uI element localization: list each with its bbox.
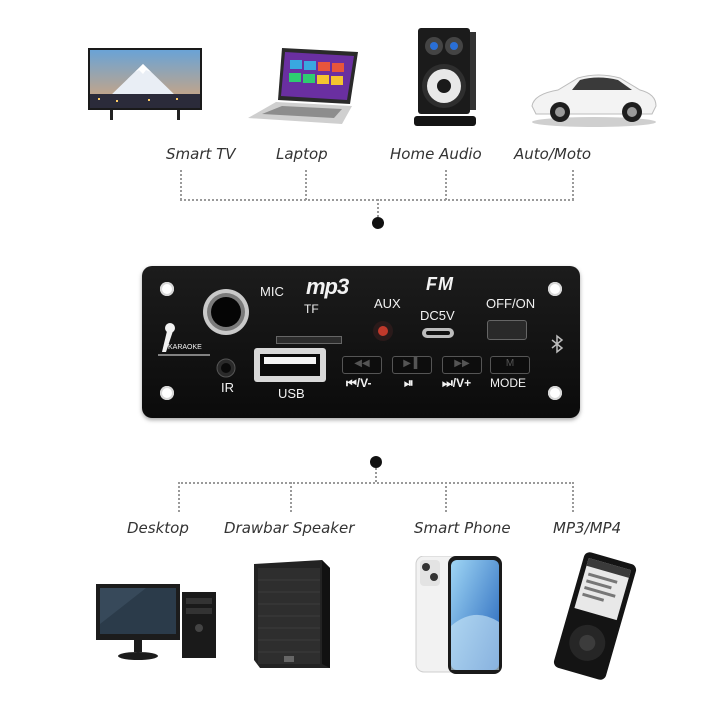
device-label: Smart Phone [414,519,511,537]
mount-hole [548,282,562,296]
dc5v-label: DC5V [420,308,455,323]
prev-button[interactable]: ◀◀ [342,356,382,374]
power-label: OFF/ON [486,296,536,311]
tf-label: TF [304,302,319,316]
device-label: Desktop [127,519,189,537]
dc5v-port[interactable] [422,328,454,338]
mount-hole [548,386,562,400]
tf-card-slot[interactable] [276,336,342,344]
ir-label: IR [221,380,234,395]
mode-button[interactable]: M [490,356,530,374]
ir-receiver [216,358,236,378]
mount-hole [160,282,174,296]
aux-label: AUX [374,296,401,311]
mp3-logo: mp3 [306,274,349,299]
device-label: Laptop [276,145,328,163]
laptop-icon [246,46,360,128]
power-switch[interactable] [487,320,527,340]
usb-port[interactable] [254,348,326,382]
device-label: Smart TV [166,145,236,163]
prev-label: ⏮/V- [346,376,372,390]
next-button[interactable]: ▶▶ [442,356,482,374]
device-label: MP3/MP4 [553,519,622,537]
device-label: Home Audio [390,145,482,163]
smart-tv-icon [88,48,202,122]
speaker-icon [414,28,476,128]
karaoke-label: KARAOKE [168,344,202,351]
fm-logo: FM [426,274,454,294]
device-label: Auto/Moto [514,145,592,163]
mp3-decoder-panel: MIC KARAOKE IR mp3 TF USB AUX FM DC5V OF… [142,266,580,418]
car-icon [528,66,660,128]
drawbar-speaker-icon [250,560,334,670]
connector-node [370,456,382,468]
device-label: Drawbar Speaker [224,519,355,537]
mode-label: MODE [490,376,526,390]
next-label: ⏭/V+ [442,376,472,390]
mode-key-label: M [505,358,515,369]
smartphone-icon [414,555,506,676]
mp3-player-icon [548,552,642,680]
play-label: ⏯ [404,376,414,390]
mic-jack[interactable] [202,288,250,336]
aux-jack[interactable] [372,320,394,342]
usb-label: USB [278,386,305,401]
mount-hole [160,386,174,400]
bluetooth-icon [550,334,564,354]
connector-node [372,217,384,229]
mic-label: MIC [260,284,284,299]
karaoke-mic-icon [156,322,212,358]
desktop-pc-icon [96,584,220,662]
play-pause-button[interactable]: ▶ ▌ [392,356,432,374]
